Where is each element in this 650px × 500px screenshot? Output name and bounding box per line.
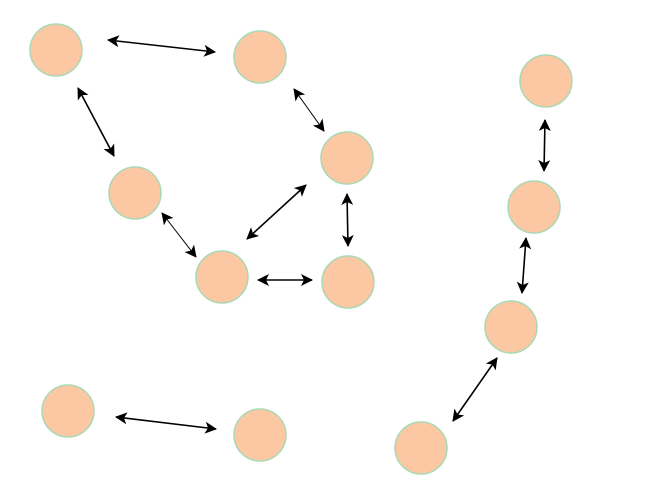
node-circle	[233, 408, 287, 462]
node-circle	[394, 421, 448, 475]
edge-arrow	[77, 87, 115, 157]
node-circle	[29, 23, 83, 77]
node-circle	[41, 384, 95, 438]
edge-arrow	[161, 212, 197, 258]
node-circle	[320, 131, 374, 185]
edge-arrow	[452, 357, 498, 422]
edges-layer	[77, 35, 551, 434]
node-circle	[507, 180, 561, 234]
edge-arrow	[341, 193, 354, 247]
edge-arrow	[107, 35, 216, 57]
node-circle	[484, 300, 538, 354]
node-circle	[233, 30, 287, 84]
nodes-layer	[29, 23, 573, 475]
edge-arrow	[293, 88, 325, 132]
edge-arrow	[516, 237, 532, 294]
node-circle	[108, 166, 162, 220]
node-circle	[195, 250, 249, 304]
edge-arrow	[115, 412, 217, 434]
node-circle	[519, 54, 573, 108]
edge-arrow	[246, 184, 307, 240]
edge-arrow	[538, 119, 551, 172]
node-circle	[321, 255, 375, 309]
